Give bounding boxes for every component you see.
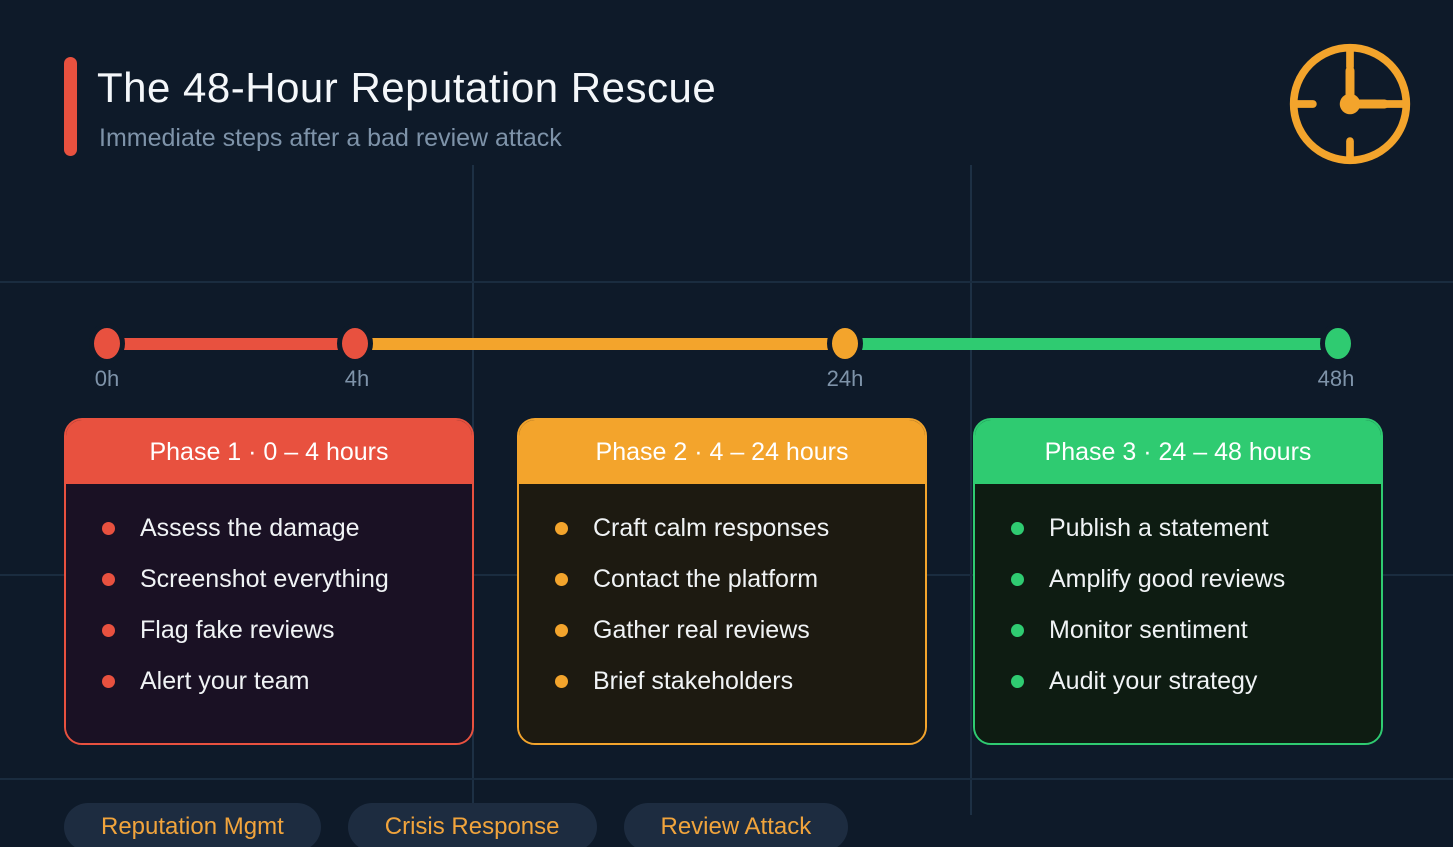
list-item-label: Craft calm responses [593,514,830,542]
timeline-segment-phase1 [107,338,355,350]
page-subtitle: Immediate steps after a bad review attac… [99,124,562,152]
tag-reputation-mgmt[interactable]: Reputation Mgmt [64,803,321,847]
list-item: Monitor sentiment [1011,605,1381,656]
list-item: Alert your team [102,656,472,707]
list-item-label: Screenshot everything [140,565,389,593]
grid-horizontal-line [0,778,1453,780]
timeline-dot-4h [342,328,368,359]
bullet-icon [1011,624,1024,637]
list-item: Publish a statement [1011,503,1381,554]
timeline-dot-48h [1325,328,1351,359]
phase-2-card: Phase 2 · 4 – 24 hours Craft calm respon… [517,418,927,745]
clock-icon [1289,43,1411,165]
list-item: Brief stakeholders [555,656,925,707]
timeline-dot-24h [832,328,858,359]
bullet-icon [102,624,115,637]
bullet-icon [102,675,115,688]
list-item-label: Audit your strategy [1049,667,1258,695]
bullet-icon [102,522,115,535]
phase-3-header: Phase 3 · 24 – 48 hours [975,420,1381,484]
tag-review-attack[interactable]: Review Attack [623,803,849,847]
list-item: Flag fake reviews [102,605,472,656]
list-item-label: Contact the platform [593,565,819,593]
timeline-tick-label: 24h [826,366,864,391]
list-item-label: Publish a statement [1049,514,1269,542]
bullet-icon [1011,675,1024,688]
bullet-icon [102,573,115,586]
list-item-label: Brief stakeholders [593,667,794,695]
tag-row: Reputation Mgmt Crisis Response Review A… [64,803,849,847]
title-accent-bar [64,57,77,156]
bullet-icon [555,624,568,637]
timeline-tick-label: 48h [1317,366,1355,391]
bullet-icon [555,522,568,535]
bullet-icon [1011,573,1024,586]
page-title: The 48-Hour Reputation Rescue [97,64,717,111]
phase-1-header: Phase 1 · 0 – 4 hours [66,420,472,484]
timeline-dot-0h [94,328,120,359]
list-item-label: Gather real reviews [593,616,810,644]
list-item: Craft calm responses [555,503,925,554]
bullet-icon [555,675,568,688]
grid-vertical-line [970,165,972,815]
list-item: Screenshot everything [102,554,472,605]
list-item-label: Amplify good reviews [1049,565,1286,593]
phase-3-body: Publish a statement Amplify good reviews… [975,484,1381,743]
list-item-label: Assess the damage [140,514,360,542]
list-item-label: Monitor sentiment [1049,616,1248,644]
phase-3-card: Phase 3 · 24 – 48 hours Publish a statem… [973,418,1383,745]
list-item-label: Flag fake reviews [140,616,335,644]
phase-1-card: Phase 1 · 0 – 4 hours Assess the damage … [64,418,474,745]
timeline-segment-phase3 [845,338,1338,350]
phase-1-body: Assess the damage Screenshot everything … [66,484,472,743]
list-item: Gather real reviews [555,605,925,656]
list-item: Assess the damage [102,503,472,554]
phase-2-body: Craft calm responses Contact the platfor… [519,484,925,743]
phase-2-header: Phase 2 · 4 – 24 hours [519,420,925,484]
list-item: Amplify good reviews [1011,554,1381,605]
tag-crisis-response[interactable]: Crisis Response [347,803,597,847]
grid-horizontal-line [0,281,1453,283]
timeline-tick-label: 0h [94,366,120,391]
bullet-icon [1011,522,1024,535]
timeline-segment-phase2 [355,338,845,350]
bullet-icon [555,573,568,586]
list-item: Contact the platform [555,554,925,605]
list-item-label: Alert your team [140,667,310,695]
list-item: Audit your strategy [1011,656,1381,707]
timeline-tick-label: 4h [344,366,370,391]
